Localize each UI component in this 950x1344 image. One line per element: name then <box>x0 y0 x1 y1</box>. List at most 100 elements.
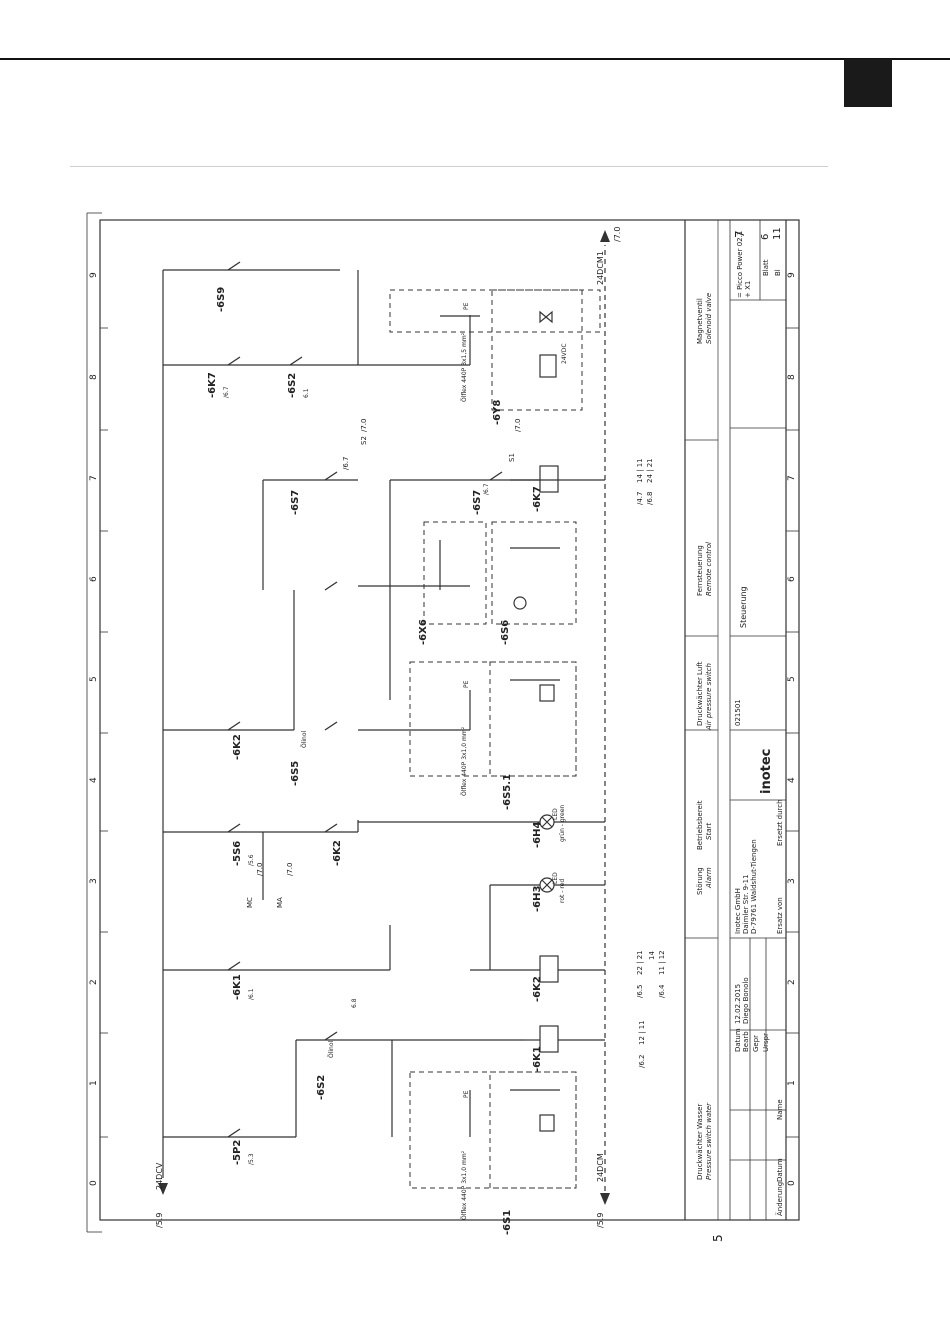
coil-6k2-label: -6K2 <box>532 976 543 1002</box>
xref-k2-e: 14 <box>648 951 656 960</box>
device-6s5: -6S5 <box>290 761 301 786</box>
xref-k2-a: /6.5 <box>636 985 644 999</box>
col-9-top: 9 <box>89 272 99 278</box>
xref-k7-d: 24 | 21 <box>646 458 654 483</box>
assembly-6s1 <box>409 1071 577 1189</box>
col-3: 3 <box>787 878 797 884</box>
ref-6k1: /6.1 <box>248 988 255 1000</box>
function-air-en: Air pressure switch <box>705 663 713 731</box>
col-3-top: 3 <box>89 878 99 884</box>
function-air-de: Druckwächter Luft <box>696 661 704 726</box>
function-alarm-en: Alarm <box>705 867 713 889</box>
coil-6k1 <box>525 1025 605 1053</box>
function-valve-de: Magnetventil <box>696 298 704 344</box>
location-code: + X1 <box>744 281 752 298</box>
pressure-sensor-air <box>539 684 555 702</box>
lamp-6h4 <box>358 814 605 830</box>
col-9: 9 <box>787 272 797 278</box>
xref-k1-b: 12 | 11 <box>638 1020 646 1045</box>
ref-5p2: /5.3 <box>248 1153 255 1165</box>
col-2: 2 <box>787 979 797 985</box>
title-rev-date: Datum <box>776 1158 784 1182</box>
drawing-frame <box>99 219 800 1221</box>
section-tab <box>844 59 892 107</box>
title-rev-name: Name <box>776 1099 784 1120</box>
sheet-label: Blatt <box>762 259 770 276</box>
col-7: 7 <box>787 475 797 481</box>
col-6: 6 <box>787 576 797 582</box>
xref-k2-d: 11 | 12 <box>658 950 666 975</box>
ref-5s6: /5.6 <box>248 854 255 866</box>
col-8: 8 <box>787 374 797 380</box>
column-numbers: 0 1 2 3 4 5 6 7 8 9 0 1 2 3 4 5 6 7 8 9 … <box>89 230 797 1242</box>
device-6s9: -6S9 <box>216 287 227 312</box>
cable-6s1: Ölflex 440P 3x1,0 mm² <box>461 1150 468 1220</box>
xref-k7-a: /4.7 <box>636 492 644 506</box>
coil-6k7-label: -6K7 <box>532 486 543 512</box>
rail-ref-in: /5.9 <box>155 1213 164 1228</box>
col-1: 1 <box>787 1080 797 1086</box>
company-logo: inotec <box>759 749 774 794</box>
label-olinol-b: Ölinol <box>301 730 308 748</box>
col-5-top: 5 <box>89 676 99 682</box>
title-date: 12.02.2015 <box>734 984 742 1024</box>
col-7-top: 7 <box>89 475 99 481</box>
coil-6k2 <box>470 955 605 983</box>
assembly-6y8 <box>389 289 601 411</box>
xref-k7-c: /6.8 <box>646 492 654 506</box>
cable-6s5: Ölflex 440P 3x1,0 mm² <box>461 726 468 796</box>
company-line-2: Daimler Str. 9-11 <box>742 874 750 934</box>
lamp-6h4-type: LED <box>552 808 559 820</box>
title-norm-label: Urspr <box>762 1033 770 1052</box>
xref-k2-c: /6.4 <box>658 984 666 998</box>
function-start-de: Betriebsbereit <box>696 800 704 850</box>
function-remote-en: Remote control <box>705 542 713 596</box>
coil-6y8-label: -6Y8 <box>492 400 503 425</box>
function-water-en: Pressure switch water <box>705 1102 713 1180</box>
ref-6k7: /6.7 <box>223 386 230 398</box>
sheet-title: Steuerung <box>739 586 748 628</box>
xref-k7-b: 14 | 11 <box>636 458 644 483</box>
ref-6s7: /6.7 <box>483 483 490 495</box>
title-drawn-label: Bearb <box>742 1031 750 1052</box>
xref-k2-b: 22 | 21 <box>636 950 644 975</box>
solenoid-coil <box>539 354 557 378</box>
header-rule <box>0 58 950 60</box>
function-valve-en: Solenoid valve <box>705 293 713 344</box>
function-alarm-de: Störung <box>696 867 704 895</box>
title-drawn: Diego Bonolo <box>742 977 750 1024</box>
pe-label-2: PE <box>463 680 470 688</box>
title-replaced: Ersatz von <box>776 897 784 934</box>
ref-6s2-b: 6.1 <box>303 388 310 398</box>
company-line-1: Inotec GmbH <box>734 888 742 934</box>
title-replaced-by: Ersetzt durch <box>776 799 784 846</box>
rail-out-ref: /7.0 <box>613 227 622 242</box>
gnd-label: 24DCM <box>596 1153 605 1182</box>
col-1-top: 1 <box>89 1080 99 1086</box>
label-olinol-a: Ölinol <box>328 1040 335 1058</box>
col-8-top: 8 <box>89 374 99 380</box>
device-6s7: -6S7 <box>290 490 301 515</box>
device-5s6: -5S6 <box>232 841 243 866</box>
lamp-6h3-type: LED <box>552 872 559 884</box>
assembly-6s5-label: -6S5.1 <box>502 774 513 810</box>
assembly-6s6 <box>491 521 577 625</box>
pe-label-1: PE <box>463 1090 470 1098</box>
next-sheet: 7 <box>733 230 747 238</box>
pressure-sensor-water <box>539 1114 555 1132</box>
coil-6k7 <box>510 465 559 493</box>
lamp-6h3-color: rot - red <box>559 879 566 903</box>
col-4: 4 <box>787 777 797 783</box>
col-4-top: 4 <box>89 777 99 783</box>
scan-edge <box>70 166 828 167</box>
lamp-6h4-label: -6H4 <box>532 822 543 848</box>
output-s1: S1 <box>508 453 516 462</box>
lamp-6h3-label: -6H3 <box>532 886 543 912</box>
lamp-6h3 <box>489 877 605 970</box>
gnd-ref: /5.9 <box>596 1213 605 1228</box>
device-6s2-b: -6S2 <box>287 373 298 398</box>
output-mc: MC <box>246 897 254 908</box>
title-rev-label: Änderung <box>775 1182 784 1216</box>
col-2-top: 2 <box>89 979 99 985</box>
